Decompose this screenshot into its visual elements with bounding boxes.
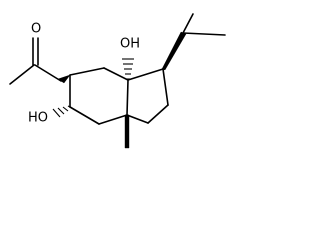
cyclopentane-ring [126, 68, 169, 124]
bond-c7a-c4 [98, 114, 128, 125]
bond-c2-c1 [147, 104, 169, 124]
bond-methyl-carbonyl [9, 64, 35, 85]
hydroxyl-left-label: HO [28, 111, 48, 126]
bond-c6-c7 [69, 67, 105, 76]
wedge-bond-c6-acetyl [57, 74, 71, 84]
cyclohexane-ring [69, 67, 129, 125]
carbonyl-oxygen-label: O [31, 22, 41, 37]
hydroxyl-right-label: OH [120, 37, 140, 52]
bond-c3a-c3 [127, 68, 164, 81]
bond-carbonyl-c6 [34, 64, 62, 82]
molecule-drawing: O OH HO [9, 13, 226, 149]
structure-canvas: O OH HO [9, 13, 226, 149]
hashed-bond-c5-hydroxyl [52, 105, 73, 118]
hashed-bond-c3a-hydroxyl [122, 58, 134, 80]
bond-c7-c3a [103, 67, 129, 81]
wedge-bond-c7a-methyl [124, 114, 130, 149]
bond-isopropyl-methyl-left [182, 13, 194, 34]
bond-c3a-c7a [126, 79, 129, 116]
acetyl-group [9, 37, 62, 85]
isopropyl-group [161, 13, 226, 71]
bond-c3-c2 [162, 68, 169, 106]
bond-c4-c5 [69, 106, 100, 125]
bond-c1-c7a [126, 114, 149, 124]
bond-isopropyl-methyl-right [182, 32, 226, 36]
wedge-bond-c3-isopropyl [161, 31, 187, 71]
